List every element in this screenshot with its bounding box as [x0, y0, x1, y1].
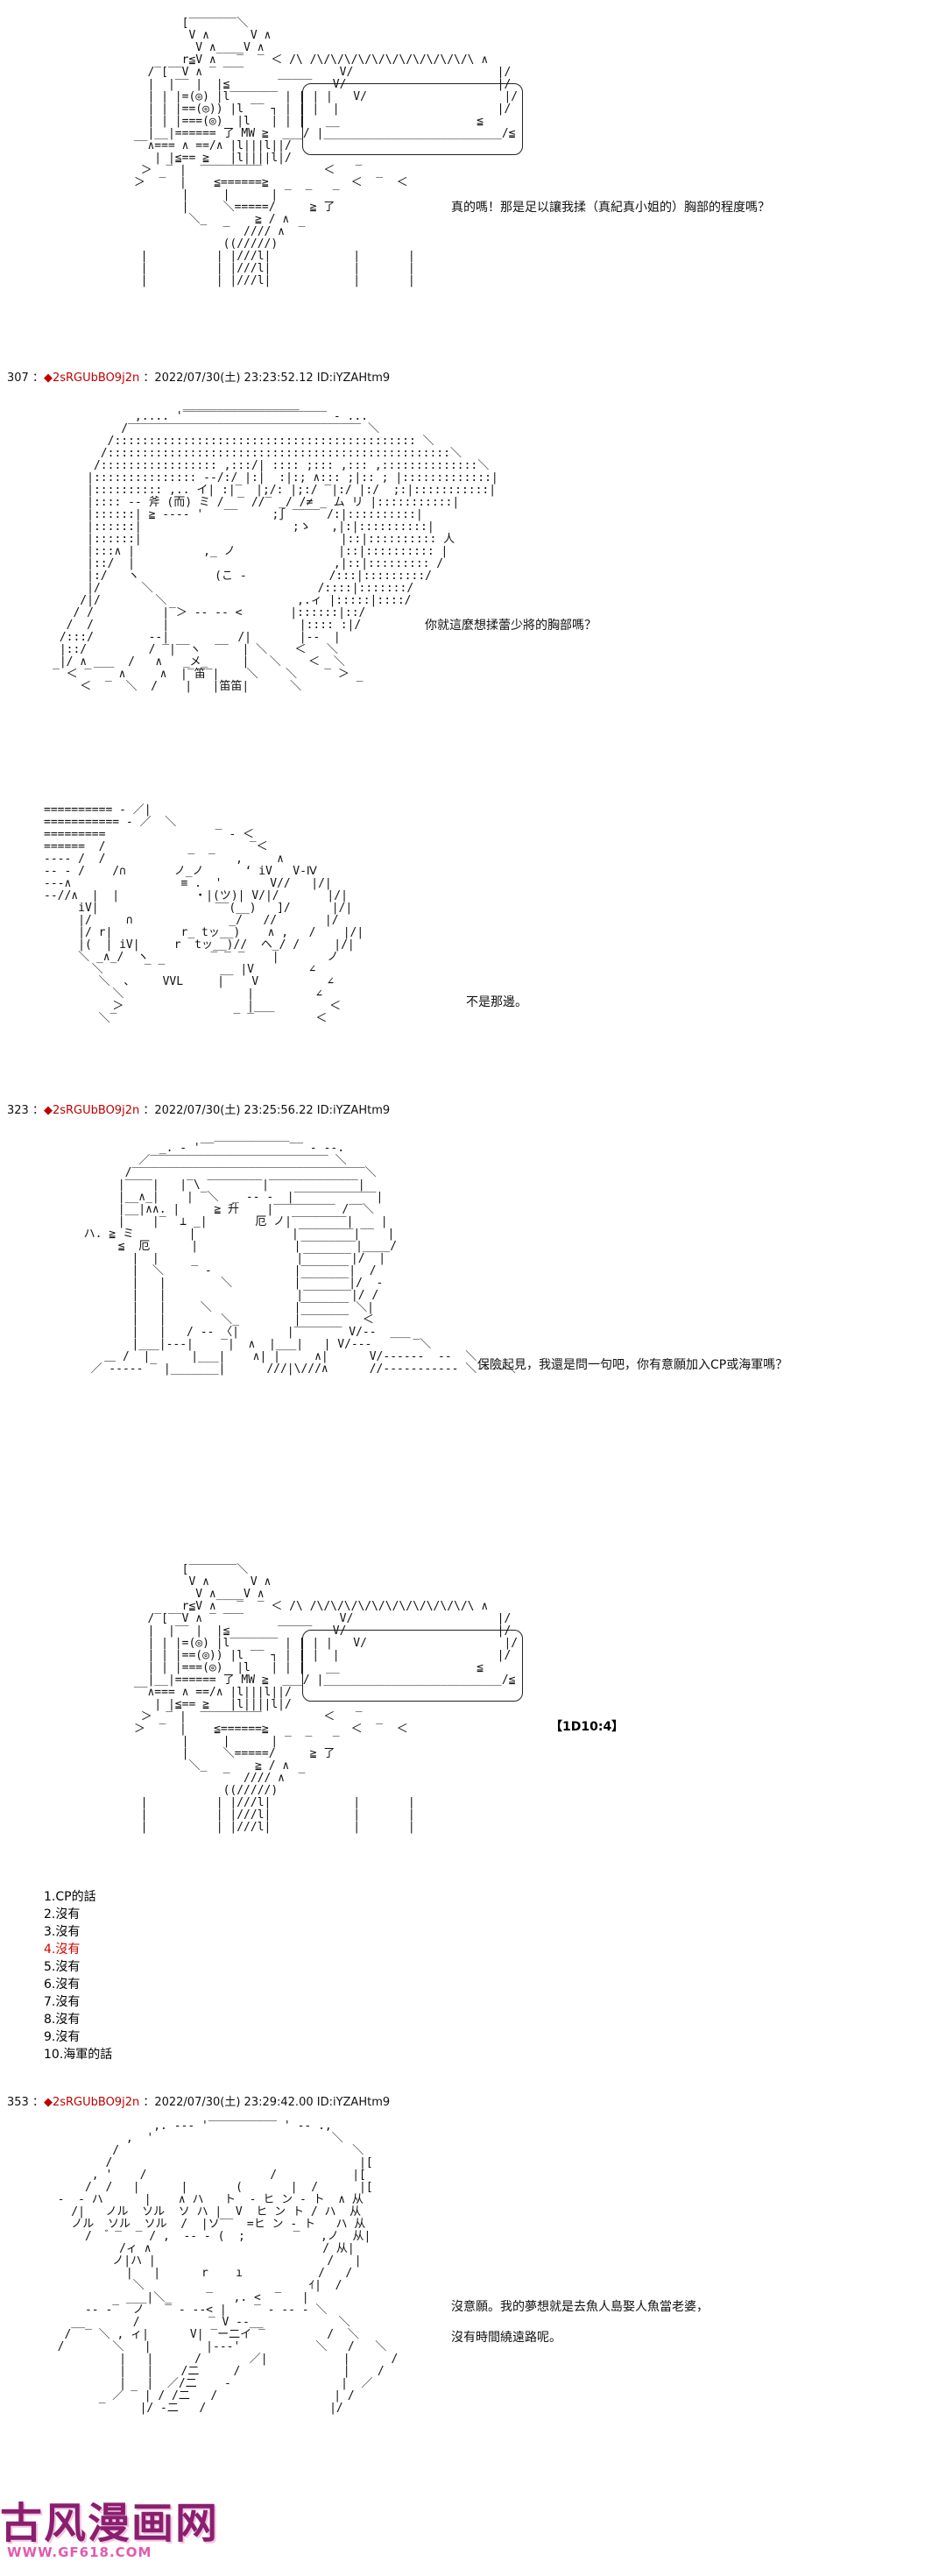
aa-art-chainsaw-2: [‾‾‾‾‾‾‾＼ V ∧ V ∧ V ∧____V ∧ r≦V ∧ ‾ ‾ ＜… [133, 1563, 519, 1834]
choice-item: 8.沒有 [44, 2013, 81, 2027]
choice-item: 6.沒有 [44, 1978, 81, 1992]
aa-art-spiky-hair: ========== ‐ ／| =========== ‐ ／ ＼ ======… [44, 803, 364, 1025]
chainsaw-bar-outline [302, 1630, 523, 1702]
post-id[interactable]: ID:iYZAHtm9 [316, 1104, 391, 1117]
choice-item: 9.沒有 [44, 2030, 81, 2044]
dialogue-5a: 沒意願。我的夢想就是去魚人島娶人魚當老婆， [451, 2300, 709, 2314]
choice-item: 5.沒有 [44, 1960, 81, 1974]
dialogue-4: 保險起見，我還是問一句吧，你有意願加入CP或海軍嗎？ [477, 1358, 788, 1372]
aa-art-chainsaw-1: [‾‾‾‾‾‾‾＼ V ∧ V ∧ V ∧____V ∧ r≦V ∧ ‾ ‾ ＜… [133, 17, 519, 287]
post-date: 2022/07/30(土) 23:23:52.12 [154, 372, 314, 385]
post-number: 307 [7, 372, 29, 385]
post-header-307: 307 ：◆2sRGUbBO9j2n ：2022/07/30(土) 23:23:… [7, 372, 391, 385]
aa-art-long-hair-woman: _________________ ,.... '‾‾‾‾‾‾‾‾‾‾‾‾‾‾‾… [53, 398, 498, 693]
post-number: 353 [7, 2096, 29, 2109]
dialogue-5b: 沒有時間繞遠路呢。 [451, 2331, 561, 2345]
post-date: 2022/07/30(土) 23:25:56.22 [154, 1104, 314, 1117]
post-header-323: 323 ：◆2sRGUbBO9j2n ：2022/07/30(土) 23:25:… [7, 1104, 391, 1117]
chainsaw-bar-outline [302, 83, 523, 155]
watermark-url: WWW.GF618.COM [7, 2544, 152, 2560]
post-id[interactable]: ID:iYZAHtm9 [316, 2096, 391, 2109]
dialogue-1: 真的嗎！那是足以讓我揉（真紀真小姐的）胸部的程度嗎？ [451, 201, 770, 215]
post-header-353: 353 ：◆2sRGUbBO9j2n ：2022/07/30(土) 23:29:… [7, 2096, 391, 2109]
poster-trip[interactable]: ◆2sRGUbBO9j2n [43, 372, 140, 385]
poster-trip[interactable]: ◆2sRGUbBO9j2n [43, 2096, 140, 2109]
post-date: 2022/07/30(土) 23:29:42.00 [154, 2096, 314, 2109]
watermark-logo: 古风漫画网 [0, 2499, 220, 2548]
poster-trip[interactable]: ◆2sRGUbBO9j2n [43, 1104, 140, 1117]
aa-art-ponytail-figure: ___________ _. - '‾‾ ‾‾ ‐ -‐. ／‾‾‾‾‾‾‾‾‾… [83, 1129, 516, 1376]
choice-item: 7.沒有 [44, 1995, 81, 2009]
choice-list: 1.CP的話 2.沒有 3.沒有 4.沒有 5.沒有 6.沒有 7.沒有 8.沒… [44, 1888, 112, 2063]
choice-item: 2.沒有 [44, 1907, 81, 1921]
site-watermark: 古风漫画网 WWW.GF618.COM [0, 2499, 228, 2560]
choice-item: 1.CP的話 [44, 1890, 96, 1904]
choice-item: 10.海軍的話 [44, 2048, 113, 2062]
dialogue-3: 不是那邊。 [466, 995, 527, 1009]
choice-item: 3.沒有 [44, 1925, 81, 1939]
aa-art-messy-hair-boy: ,. -‐‐ '‾‾‾‾‾‾‾‾‾‾ ' ‐- ., , ' ＼ / ＼ / |… [57, 2120, 399, 2415]
dice-roll-result: 【1D10:4】 [550, 1720, 625, 1734]
choice-item-selected: 4.沒有 [44, 1943, 81, 1957]
dialogue-2: 你就這麼想揉蕾少將的胸部嗎？ [425, 619, 597, 633]
post-number: 323 [7, 1104, 29, 1117]
post-id[interactable]: ID:iYZAHtm9 [316, 372, 391, 385]
